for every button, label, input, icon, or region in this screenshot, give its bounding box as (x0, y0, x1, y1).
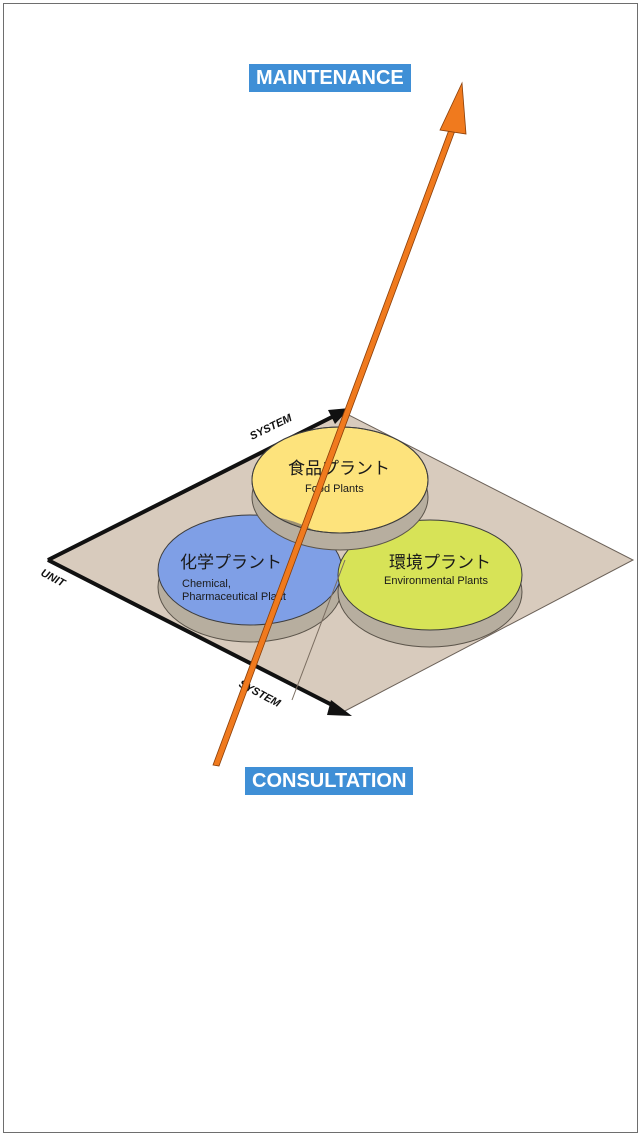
system-axis-bottom-arrowhead (327, 700, 352, 716)
environmental-plant-jp: 環境プラント (389, 553, 491, 573)
chemical-plant-jp: 化学プラント (180, 553, 282, 573)
consultation-label: CONSULTATION (245, 767, 414, 795)
chemical-plant-en-line1: Chemical, (182, 578, 231, 590)
unit-system-axis-bottom (47, 558, 339, 710)
chemical-plant-en-line2: Pharmaceutical Plant (182, 591, 286, 603)
maintenance-label: MAINTENANCE (249, 64, 411, 92)
food-disc (251, 426, 429, 534)
orange-arrow-head (439, 81, 467, 135)
unit-axis-label: UNIT (39, 567, 68, 590)
environmental-plant-en: Environmental Plants (384, 575, 488, 587)
arrow-shadow-line (291, 559, 346, 701)
food-plant-jp: 食品プラント (288, 459, 390, 479)
environmental-disc (337, 519, 523, 631)
